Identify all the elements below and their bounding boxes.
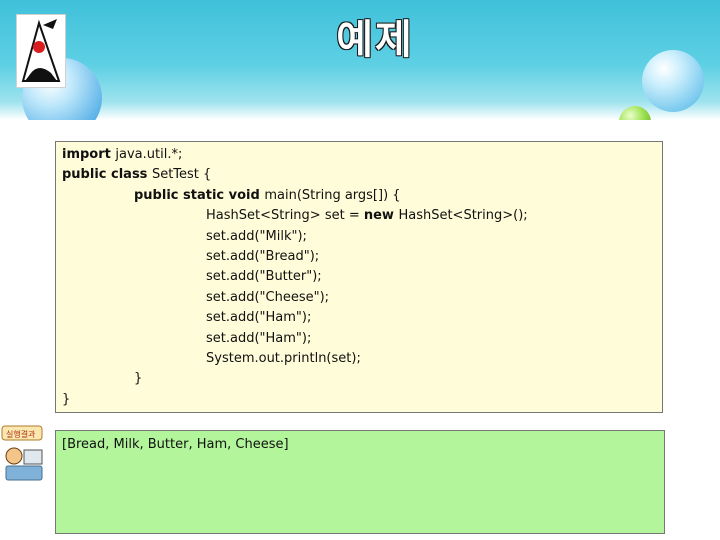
code-line: set.add("Butter"); — [62, 267, 662, 287]
green-bubble-decoration — [619, 106, 651, 120]
code-line: } — [62, 369, 662, 389]
code-text: main(String args[]) { — [264, 187, 401, 203]
output-panel: [Bread, Milk, Butter, Ham, Cheese] — [55, 430, 665, 534]
code-line: public class SetTest { — [62, 165, 662, 185]
code-panel: import java.util.*;public class SetTest … — [55, 141, 663, 413]
page-title: 예제 — [336, 17, 414, 63]
code-text: java.util.*; — [115, 147, 183, 162]
code-text: } — [62, 391, 71, 407]
java-duke-icon — [16, 14, 66, 88]
code-line: set.add("Bread"); — [62, 247, 662, 267]
code-text: set.add("Butter"); — [206, 269, 322, 285]
code-line: set.add("Milk"); — [62, 227, 662, 247]
code-text: set.add("Ham"); — [206, 310, 312, 326]
code-line: set.add("Ham"); — [62, 329, 662, 349]
code-text: set.add("Milk"); — [206, 228, 307, 244]
code-keyword: new — [363, 208, 399, 224]
code-text: HashSet<String>(); — [398, 208, 528, 224]
code-line: import java.util.*; — [62, 145, 662, 165]
code-text: set.add("Cheese"); — [206, 289, 330, 305]
slide-header: 예제 — [0, 0, 720, 120]
code-line: set.add("Cheese"); — [62, 288, 662, 308]
code-line: System.out.println(set); — [62, 349, 662, 369]
code-text: SetTest { — [151, 167, 212, 183]
code-keyword: public class — [62, 167, 152, 183]
code-text: set.add("Ham"); — [206, 330, 312, 346]
code-keyword: import — [62, 147, 116, 162]
code-line: } — [62, 390, 662, 410]
code-text: HashSet<String> set = — [206, 208, 364, 224]
code-keyword: public static void — [134, 187, 265, 203]
code-text: System.out.println(set); — [206, 350, 361, 366]
blue-bubble-decoration — [642, 50, 704, 112]
code-line: public static void main(String args[]) { — [62, 186, 662, 206]
code-text: set.add("Bread"); — [206, 248, 320, 264]
svg-text:실행결과: 실행결과 — [6, 429, 36, 439]
code-text: } — [134, 371, 143, 387]
code-line: HashSet<String> set = new HashSet<String… — [62, 206, 662, 226]
program-output: [Bread, Milk, Butter, Ham, Cheese] — [62, 437, 289, 452]
running-result-icon: 실행결과 — [0, 424, 48, 488]
code-line: set.add("Ham"); — [62, 308, 662, 328]
